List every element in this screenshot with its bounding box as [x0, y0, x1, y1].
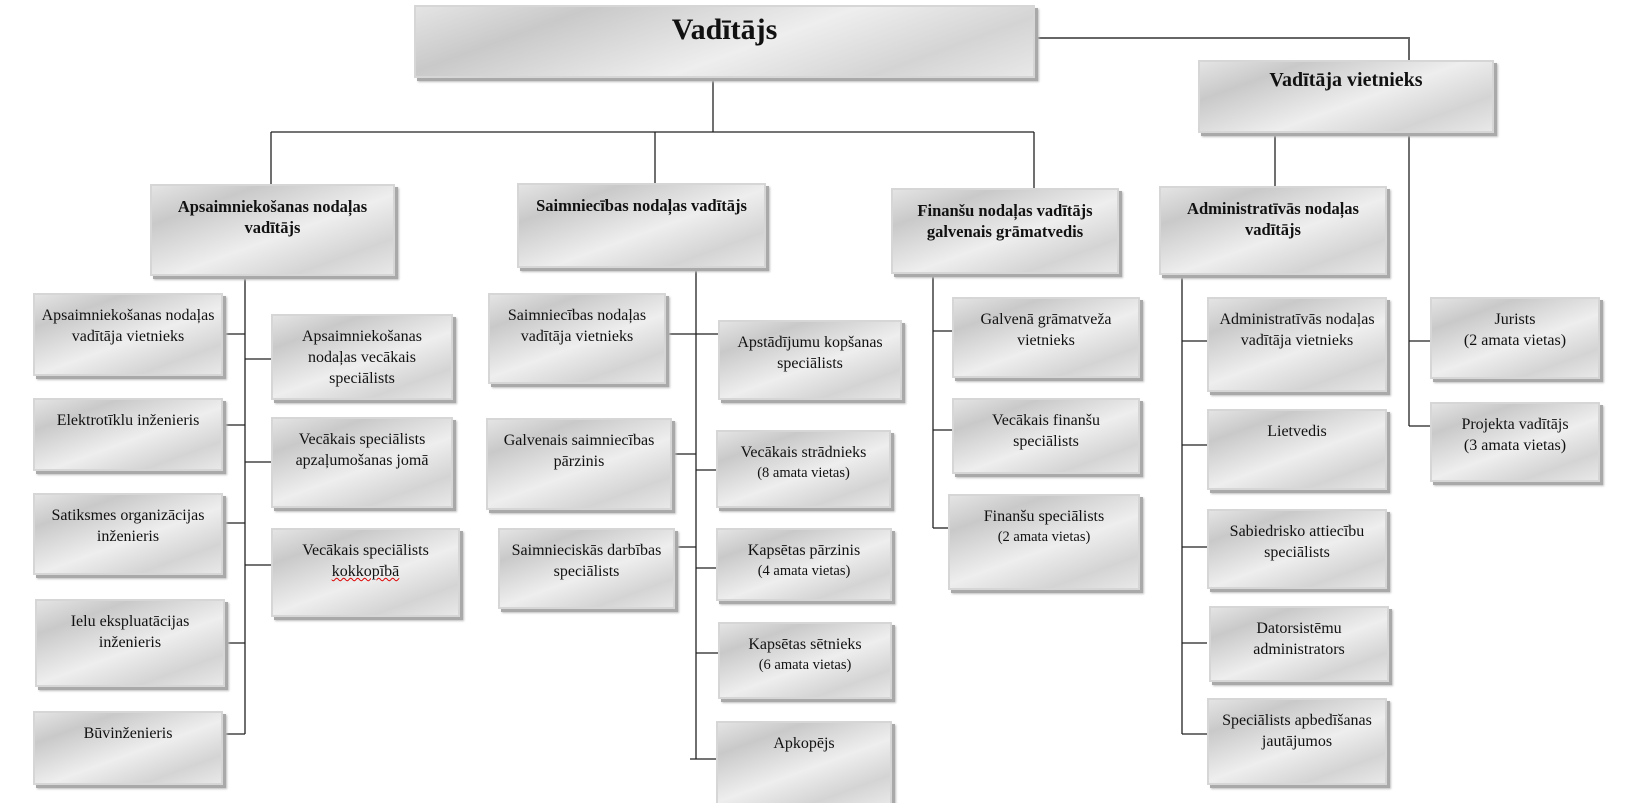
head-label: Administratīvās nodaļas vadītājs [1187, 199, 1359, 239]
box-position: Apsaimniekošanas nodaļas vecākais speciā… [271, 314, 453, 400]
box-director: Vadītājs [414, 5, 1035, 78]
head-label: Apsaimniekošanas nodaļas vadītājs [177, 197, 368, 237]
box-head-finansu: Finanšu nodaļas vadītājs galvenais grāma… [891, 188, 1119, 274]
position-label: Sabiedrisko attiecību speciālists [1229, 523, 1365, 561]
position-label: Satiksmes organizācijas inženieris [51, 507, 205, 545]
box-position: Saimnieciskās darbības speciālists [498, 528, 675, 609]
position-label: Finanšu speciālists [983, 508, 1105, 525]
position-label: Apsaimniekošanas nodaļas vadītāja vietni… [41, 307, 215, 345]
position-label: Speciālists apbedīšanas jautājumos [1222, 712, 1372, 750]
position-label: Vecākais speciālists [302, 542, 429, 559]
box-position-jurists: Jurists (2 amata vietas) [1430, 297, 1600, 379]
box-position-projekta-vaditajs: Projekta vadītājs (3 amata vietas) [1430, 402, 1600, 482]
position-label: Apkopējs [773, 735, 835, 752]
position-label: Galvenā grāmatveža vietnieks [980, 311, 1112, 349]
box-head-apsaimniekosanas: Apsaimniekošanas nodaļas vadītājs [150, 184, 395, 276]
position-label: Vecākais strādnieks [740, 444, 867, 461]
box-head-administrativa: Administratīvās nodaļas vadītājs [1159, 186, 1387, 275]
position-label: Lietvedis [1267, 423, 1327, 440]
box-position: Sabiedrisko attiecību speciālists [1207, 509, 1387, 589]
box-position: Galvenais saimniecības pārzinis [486, 418, 672, 510]
position-count: (2 amata vietas) [1463, 332, 1567, 349]
box-position: Galvenā grāmatveža vietnieks [952, 297, 1140, 378]
position-label: Apstādījumu kopšanas speciālists [737, 334, 883, 372]
position-label: Vecākais finanšu speciālists [992, 412, 1100, 450]
box-position: Datorsistēmu administrators [1209, 606, 1389, 682]
box-position: Vecākais speciālists apzaļumošanas jomā [271, 417, 453, 508]
box-position: Vecākais strādnieks (8 amata vietas) [716, 430, 891, 508]
deputy-title: Vadītāja vietnieks [1269, 69, 1423, 91]
position-label: Elektrotīklu inženieris [56, 412, 200, 429]
position-label: Administratīvās nodaļas vadītāja vietnie… [1219, 311, 1375, 349]
position-label: Jurists [1494, 311, 1536, 328]
position-label: Saimniecības nodaļas vadītāja vietnieks [507, 307, 647, 345]
position-label: Galvenais saimniecības pārzinis [503, 432, 655, 470]
position-count: (8 amata vietas) [757, 465, 850, 481]
box-position: Apsaimniekošanas nodaļas vadītāja vietni… [33, 293, 223, 376]
box-position: Elektrotīklu inženieris [33, 398, 223, 471]
box-position: Apstādījumu kopšanas speciālists [718, 320, 902, 400]
position-label: Saimnieciskās darbības speciālists [511, 542, 662, 580]
box-head-saimniecibas: Saimniecības nodaļas vadītājs [517, 183, 766, 268]
position-label: Projekta vadītājs [1461, 416, 1569, 433]
box-position: Apkopējs [716, 721, 892, 803]
position-count: (4 amata vietas) [757, 563, 851, 579]
box-position: Lietvedis [1207, 409, 1387, 490]
box-position: Vecākais speciālists kokkopībā [271, 528, 460, 617]
position-count: (2 amata vietas) [997, 529, 1091, 545]
position-label: Kapsētas pārzinis [747, 542, 861, 559]
box-position: Saimniecības nodaļas vadītāja vietnieks [488, 293, 666, 384]
box-position: Kapsētas sētnieks (6 amata vietas) [718, 622, 892, 699]
position-count: (3 amata vietas) [1463, 437, 1567, 454]
position-label: Būvinženieris [83, 725, 173, 742]
director-title: Vadītājs [671, 13, 778, 46]
box-position: Speciālists apbedīšanas jautājumos [1207, 698, 1387, 785]
head-label: Finanšu nodaļas vadītājs galvenais grāma… [917, 201, 1093, 241]
box-position: Satiksmes organizācijas inženieris [33, 493, 223, 575]
position-label: Vecākais speciālists apzaļumošanas jomā [295, 431, 429, 469]
box-position: Vecākais finanšu speciālists [952, 398, 1140, 474]
box-position: Finanšu speciālists (2 amata vietas) [948, 494, 1140, 590]
box-position: Kapsētas pārzinis (4 amata vietas) [716, 528, 892, 601]
position-count: (6 amata vietas) [758, 657, 852, 673]
box-position: Būvinženieris [33, 711, 223, 785]
position-label-underlined: kokkopībā [331, 563, 400, 580]
box-deputy-director: Vadītāja vietnieks [1198, 60, 1494, 133]
box-position: Administratīvās nodaļas vadītāja vietnie… [1207, 297, 1387, 392]
position-label: Apsaimniekošanas nodaļas vecākais speciā… [302, 328, 422, 387]
position-label: Kapsētas sētnieks [748, 636, 862, 653]
position-label: Datorsistēmu administrators [1253, 620, 1345, 658]
position-label: Ielu ekspluatācijas inženieris [70, 613, 190, 651]
head-label: Saimniecības nodaļas vadītājs [536, 196, 747, 215]
box-position: Ielu ekspluatācijas inženieris [35, 599, 225, 687]
